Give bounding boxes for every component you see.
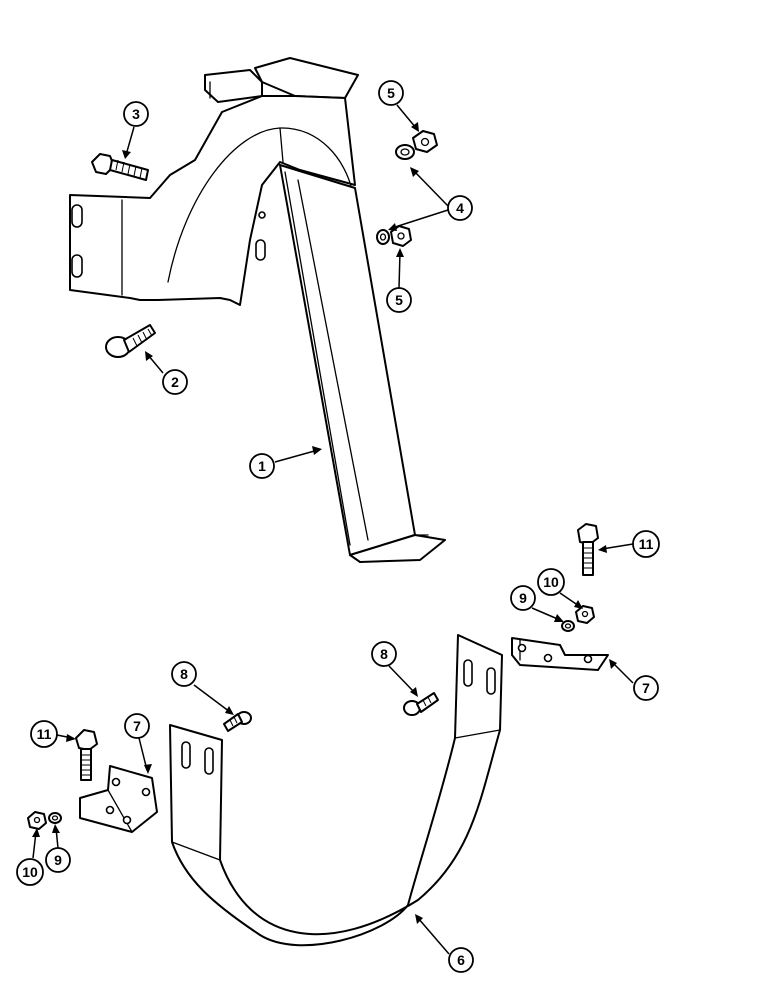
- callout-9-right: 9: [510, 585, 536, 611]
- strap-slot: [486, 667, 496, 695]
- svg-text:5: 5: [395, 292, 403, 308]
- washer-part-9-right: [561, 620, 575, 632]
- carriage-bolt-part-8-left: [223, 711, 252, 732]
- svg-text:8: 8: [180, 666, 188, 682]
- u-strap-part-6: [169, 634, 503, 947]
- callout-7-left: 7: [124, 713, 150, 739]
- callout-5-bottom: 5: [386, 287, 412, 313]
- mounting-slot: [71, 204, 83, 228]
- hex-bolt-part-11-left: [75, 729, 98, 781]
- callout-6: 6: [448, 947, 474, 973]
- svg-text:7: 7: [133, 718, 141, 734]
- carriage-bolt-part-2: [105, 324, 156, 358]
- svg-text:4: 4: [456, 200, 464, 216]
- callout-11-left: 11: [30, 720, 58, 748]
- hex-bolt-part-3: [91, 153, 149, 181]
- hex-bolt-part-11-right: [577, 523, 599, 576]
- callout-11-right: 11: [632, 530, 660, 558]
- svg-text:2: 2: [171, 374, 179, 390]
- svg-text:3: 3: [132, 106, 140, 122]
- callout-1: 1: [249, 453, 275, 479]
- strap-slot: [463, 659, 473, 687]
- callout-2: 2: [162, 369, 188, 395]
- svg-text:7: 7: [642, 680, 650, 696]
- mounting-slot: [255, 239, 266, 261]
- svg-text:5: 5: [387, 85, 395, 101]
- callout-10-left: 10: [16, 858, 44, 886]
- callout-3: 3: [123, 101, 149, 127]
- lock-washer-part-4: [395, 144, 415, 160]
- callout-8-right: 8: [371, 641, 397, 667]
- svg-text:9: 9: [519, 590, 527, 606]
- svg-text:11: 11: [639, 536, 654, 552]
- svg-text:9: 9: [54, 852, 62, 868]
- callout-4: 4: [447, 195, 473, 221]
- callout-10-right: 10: [537, 568, 565, 596]
- support-bracket-part-1: [69, 57, 446, 563]
- svg-text:10: 10: [543, 574, 559, 590]
- angle-bracket-part-7-left: [79, 765, 158, 833]
- svg-text:8: 8: [380, 646, 388, 662]
- angle-bracket-part-7-right: [511, 637, 609, 671]
- strap-slot: [181, 741, 191, 769]
- svg-text:6: 6: [457, 952, 465, 968]
- callout-5-top: 5: [378, 80, 404, 106]
- washer-part-9-left: [48, 812, 62, 824]
- svg-text:1: 1: [258, 458, 266, 474]
- hex-nut-part-10-left: [27, 811, 47, 830]
- callout-9-left: 9: [45, 847, 71, 873]
- lock-washer-part-4: [376, 229, 390, 245]
- carriage-bolt-part-8-right: [403, 692, 439, 716]
- callout-7-right: 7: [633, 675, 659, 701]
- hex-nut-part-5: [412, 130, 438, 153]
- svg-text:11: 11: [37, 726, 52, 742]
- svg-text:10: 10: [22, 864, 38, 880]
- callout-8-left: 8: [171, 661, 197, 687]
- strap-slot: [204, 747, 214, 775]
- mounting-slot: [71, 254, 83, 278]
- leader-lines: [32, 104, 634, 955]
- hex-nut-part-10-right: [575, 605, 595, 624]
